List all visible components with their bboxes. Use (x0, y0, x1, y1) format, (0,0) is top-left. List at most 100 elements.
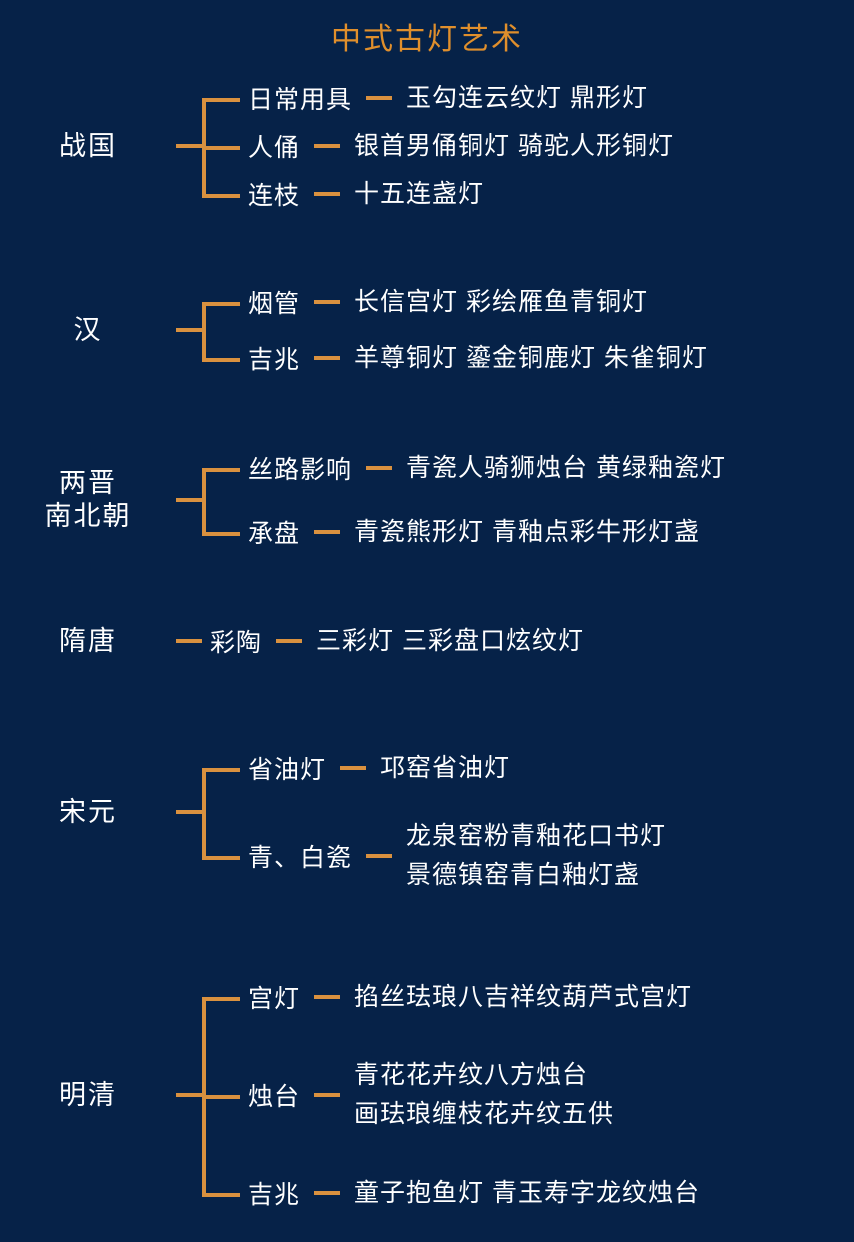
branch-items: 羊尊铜灯 鎏金铜鹿灯 朱雀铜灯 (354, 339, 854, 378)
artifact-item: 十五连盏灯 (354, 179, 485, 208)
branch-items: 三彩灯 三彩盘口炫纹灯 (316, 622, 854, 661)
branch-connector-dash-icon (314, 356, 341, 360)
bracket-stub (202, 468, 240, 472)
page-title: 中式古灯艺术 (331, 23, 523, 56)
era-block: 战国 日常用具玉勾连云纹灯 鼎形灯人俑银首男俑铜灯 骑驼人形铜灯连枝 十五连盏灯 (0, 74, 854, 218)
branch-list: 彩陶 三彩灯 三彩盘口炫纹灯 (202, 616, 854, 666)
branch-connector-dash-icon (314, 144, 341, 148)
branch-label: 宫灯 (248, 985, 301, 1013)
branch-list: 日常用具玉勾连云纹灯 鼎形灯人俑银首男俑铜灯 骑驼人形铜灯连枝 十五连盏灯 (240, 74, 854, 218)
branch-items: 青瓷人骑狮烛台 黄绿釉瓷灯 (406, 449, 854, 488)
branch-list: 丝路影响 青瓷人骑狮烛台 黄绿釉瓷灯承盘 青瓷熊形灯 青釉点彩牛形灯盏 (240, 436, 854, 564)
era-spacer (0, 386, 854, 436)
artifact-item: 景德镇窑青白釉灯盏 (406, 861, 641, 889)
era-label: 明清 (59, 1079, 117, 1110)
era-spacer (0, 900, 854, 948)
artifact-item: 玉勾连云纹灯 鼎形灯 (406, 83, 648, 112)
branch-connector-dash-icon (366, 466, 393, 470)
branch-connector-dash-icon (366, 96, 393, 100)
branch-label: 烛台 (248, 1083, 301, 1111)
bracket-stub (202, 146, 240, 150)
lamp-history-tree: 战国日常用具玉勾连云纹灯 鼎形灯人俑银首男俑铜灯 骑驼人形铜灯连枝十五连盏灯汉烟… (0, 74, 854, 1242)
branch-label: 连枝 (248, 182, 301, 210)
bracket-icon (202, 74, 240, 218)
era-connector-dash-icon (176, 328, 202, 332)
branch-items: 青花花卉纹八方烛台画珐琅缠枝花卉纹五供 (354, 1056, 854, 1134)
bracket-stub (202, 98, 240, 102)
bracket-stubs (202, 436, 240, 564)
branch-label: 省油灯 (248, 756, 327, 784)
branch-row: 彩陶 三彩灯 三彩盘口炫纹灯 (202, 616, 854, 666)
bracket-spine (202, 768, 206, 860)
bracket-spine (202, 302, 206, 362)
bracket-stub (202, 1193, 240, 1197)
branch-items: 长信宫灯 彩绘雁鱼青铜灯 (354, 283, 854, 322)
artifact-item: 童子抱鱼灯 青玉寿字龙纹烛台 (354, 1178, 700, 1207)
era-block: 汉烟管长信宫灯 彩绘雁鱼青铜灯吉兆羊尊铜灯 鎏金铜鹿灯 朱雀铜灯 (0, 274, 854, 386)
era-connector-dash-icon (176, 144, 202, 148)
bracket-stubs (202, 274, 240, 386)
branch-label: 青、白瓷 (248, 844, 353, 872)
era-label: 隋唐 (59, 625, 117, 656)
artifact-item: 青瓷人骑狮烛台 黄绿釉瓷灯 (406, 453, 726, 482)
branch-row: 承盘 青瓷熊形灯 青釉点彩牛形灯盏 (240, 500, 854, 564)
branch-row: 省油灯 邛窑省油灯 (240, 724, 854, 812)
branch-row: 烛台 青花花卉纹八方烛台画珐琅缠枝花卉纹五供 (240, 1046, 854, 1144)
branch-label: 承盘 (248, 520, 301, 548)
branch-label: 丝路影响 (248, 456, 353, 484)
era-block: 隋唐 彩陶 三彩灯 三彩盘口炫纹灯 (0, 616, 854, 666)
branch-label: 彩陶 (210, 629, 263, 657)
branch-connector-dash-icon (314, 192, 341, 196)
branch-items: 童子抱鱼灯 青玉寿字龙纹烛台 (354, 1174, 854, 1213)
branch-items: 邛窑省油灯 (380, 749, 854, 788)
branch-row: 日常用具玉勾连云纹灯 鼎形灯 (240, 74, 854, 122)
branch-connector-dash-icon (366, 854, 393, 858)
branch-items: 玉勾连云纹灯 鼎形灯 (406, 79, 854, 118)
bracket-stubs (202, 724, 240, 900)
branch-connector-dash-icon (314, 1093, 341, 1097)
bracket-icon (202, 274, 240, 386)
branch-row: 丝路影响 青瓷人骑狮烛台 黄绿釉瓷灯 (240, 436, 854, 500)
bracket-stub (202, 532, 240, 536)
branch-row: 烟管长信宫灯 彩绘雁鱼青铜灯 (240, 274, 854, 330)
branch-items: 银首男俑铜灯 骑驼人形铜灯 (354, 127, 854, 166)
artifact-item: 羊尊铜灯 鎏金铜鹿灯 朱雀铜灯 (354, 343, 708, 372)
era-connector-dash-icon (176, 1093, 202, 1097)
branch-label: 吉兆 (248, 1181, 301, 1209)
era-label: 宋元 (59, 796, 117, 827)
branch-row: 人俑银首男俑铜灯 骑驼人形铜灯 (240, 122, 854, 170)
branch-connector-dash-icon (276, 639, 303, 643)
branch-items: 掐丝珐琅八吉祥纹葫芦式宫灯 (354, 978, 854, 1017)
artifact-item: 掐丝珐琅八吉祥纹葫芦式宫灯 (354, 982, 693, 1011)
bracket-stub (202, 856, 240, 860)
artifact-item: 邛窑省油灯 (380, 753, 511, 782)
era-block: 宋元省油灯邛窑省油灯青、白瓷龙泉窑粉青釉花口书灯景德镇窑青白釉灯盏 (0, 724, 854, 900)
branch-list: 宫灯 掐丝珐琅八吉祥纹葫芦式宫灯烛台 青花花卉纹八方烛台画珐琅缠枝花卉纹五供吉兆 童子… (240, 948, 854, 1242)
branch-connector-dash-icon (340, 766, 367, 770)
branch-items: 青瓷熊形灯 青釉点彩牛形灯盏 (354, 513, 854, 552)
bracket-icon (202, 948, 240, 1242)
branch-items: 十五连盏灯 (354, 175, 854, 214)
bracket-stub (202, 194, 240, 198)
branch-row: 宫灯 掐丝珐琅八吉祥纹葫芦式宫灯 (240, 948, 854, 1046)
bracket-stub (202, 358, 240, 362)
artifact-item: 长信宫灯 彩绘雁鱼青铜灯 (354, 287, 648, 316)
bracket-stub (202, 1095, 240, 1099)
artifact-item: 银首男俑铜灯 骑驼人形铜灯 (354, 131, 674, 160)
era-spacer (0, 666, 854, 724)
bracket-stub (202, 768, 240, 772)
branch-row: 吉兆羊尊铜灯 鎏金铜鹿灯 朱雀铜灯 (240, 330, 854, 386)
era-connector-dash-icon (176, 810, 202, 814)
artifact-item: 画珐琅缠枝花卉纹五供 (354, 1100, 615, 1128)
branch-row: 连枝 十五连盏灯 (240, 170, 854, 218)
branch-row: 吉兆 童子抱鱼灯 青玉寿字龙纹烛台 (240, 1144, 854, 1242)
branch-connector-dash-icon (314, 530, 341, 534)
artifact-item: 青花花卉纹八方烛台 (354, 1061, 589, 1090)
bracket-icon (202, 436, 240, 564)
era-spacer (0, 218, 854, 274)
artifact-item: 三彩灯 三彩盘口炫纹灯 (316, 626, 584, 655)
bracket-stub (202, 997, 240, 1001)
era-block: 明清 宫灯 掐丝珐琅八吉祥纹葫芦式宫灯烛台 青花花卉纹八方烛台画珐琅缠枝花卉纹五供吉兆… (0, 948, 854, 1242)
era-label: 战国 (59, 130, 117, 161)
branch-list: 省油灯邛窑省油灯青、白瓷龙泉窑粉青釉花口书灯景德镇窑青白釉灯盏 (240, 724, 854, 900)
